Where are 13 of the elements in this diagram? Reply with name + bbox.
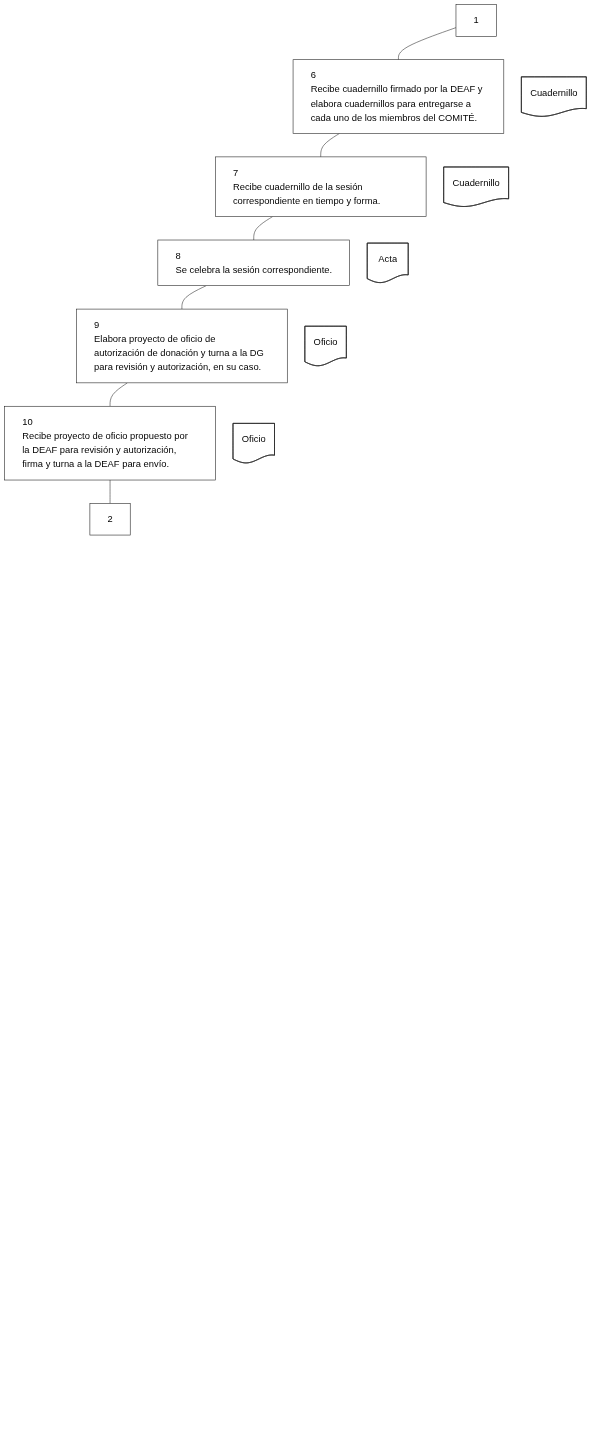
node-box: 7 Recibe cuadernillo de la sesión correspondiente en tiempo y forma. xyxy=(215,156,427,217)
node-box: 8 Se celebra la sesión correspondiente. xyxy=(157,239,350,286)
node-box: 1 xyxy=(455,4,497,37)
connector xyxy=(253,216,273,241)
node-box: 9 Elabora proyecto de oficio de autorización de donación y turna a la DG para revisión y autorización, en su caso. xyxy=(76,308,288,384)
connector xyxy=(398,27,457,60)
connector xyxy=(109,479,111,504)
connector xyxy=(181,285,207,310)
node-box: 10 Recibe proyecto de oficio propuesto por la DEAF para revisión y autorización, firma y turna a la DEAF para envío. xyxy=(4,405,216,481)
connector xyxy=(109,382,128,407)
node-box: 6 Recibe cuadernillo firmado por la DEAF y elabora cuadernillos para entregarse a cada uno de los miembros del COMITÉ. xyxy=(292,59,505,134)
connector xyxy=(320,133,340,158)
node-box: 2 xyxy=(89,503,131,536)
